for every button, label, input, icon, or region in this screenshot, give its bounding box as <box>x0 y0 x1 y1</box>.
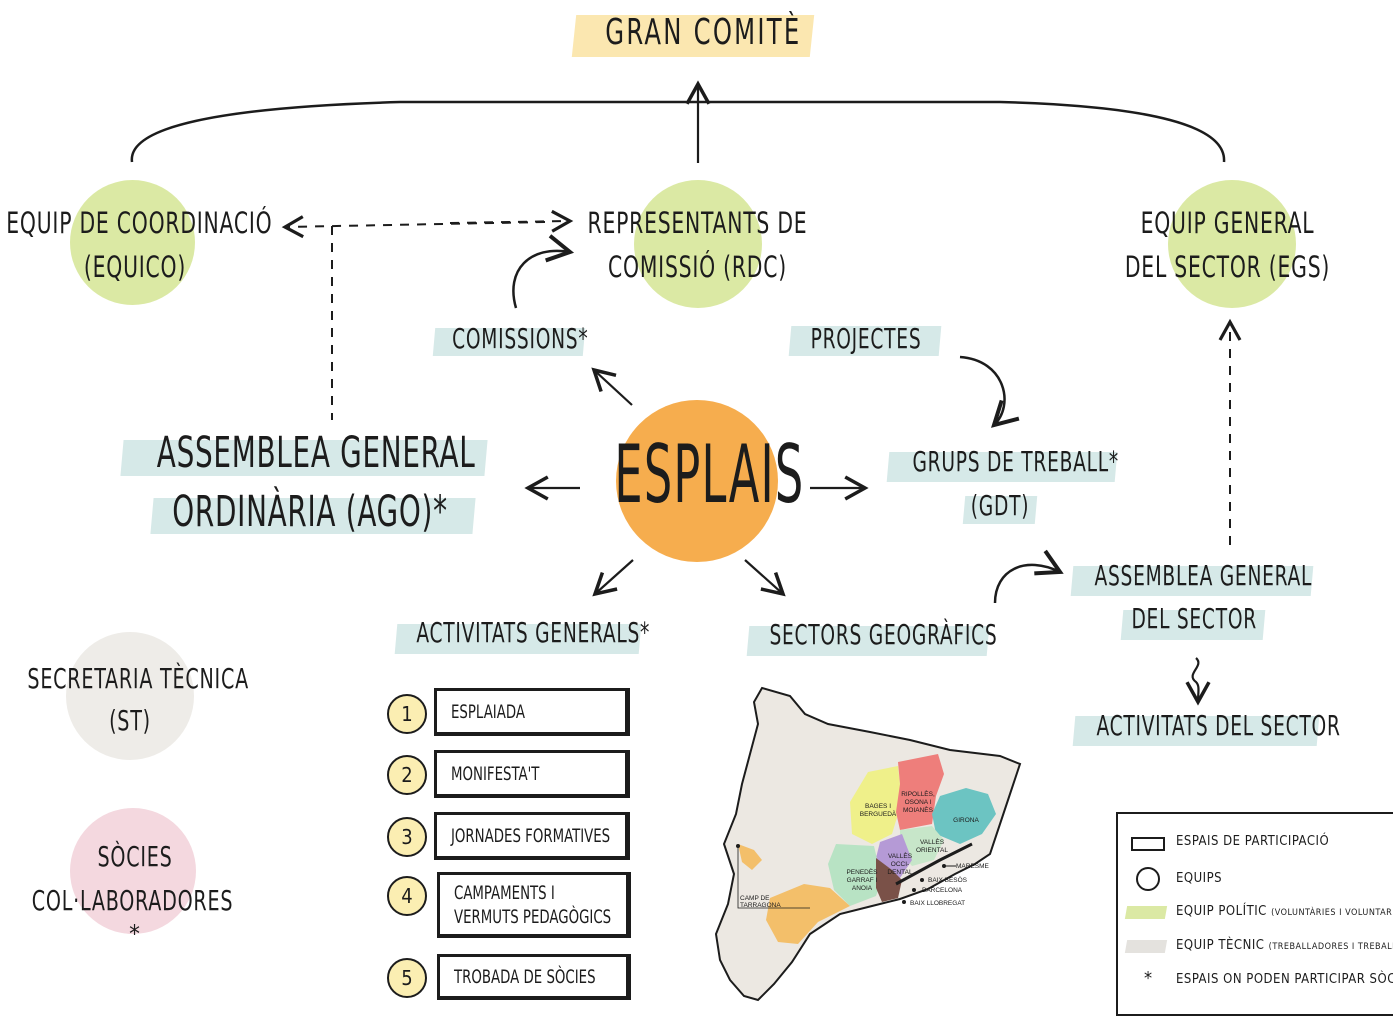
legend-politic-sub: (VOLUNTÀRIES I VOLUNTARIS) <box>1271 908 1393 918</box>
map-label-valles-occidental-2: OCCI- <box>891 861 909 868</box>
legend-star-symbol: * <box>1144 968 1153 989</box>
map-region-bages <box>850 766 900 844</box>
rdc-label-2: COMISSIÓ (RDC) <box>608 250 787 284</box>
map-label-ripolles-1: RIPOLLÈS, <box>901 789 935 798</box>
map-label-valles-oriental-1: VALLÈS <box>920 837 945 846</box>
activity-number-1: 1 <box>387 694 427 734</box>
map-label-valles-occidental-3: DENTAL <box>887 869 913 876</box>
map-label-baix-besos: BAIX BESÒS <box>928 875 968 884</box>
map-region-camp-small <box>738 844 762 870</box>
legend-rect-symbol <box>1131 837 1165 851</box>
legend-tecnic-label: EQUIP TÈCNIC <box>1176 938 1265 953</box>
gran-comite-title: GRAN COMITÈ <box>605 12 802 53</box>
map-region-camp <box>766 884 850 944</box>
socies-circle <box>70 808 196 934</box>
esplais-label: ESPLAIS <box>614 428 805 521</box>
activitats-generals-label: ACTIVITATS GENERALS* <box>416 616 651 649</box>
map-label-girona: GIRONA <box>953 817 979 824</box>
legend-item-socies: ESPAIS ON PODEN PARTICIPAR SÒCIES <box>1176 972 1393 987</box>
projectes-label: PROJECTES <box>810 322 922 355</box>
legend-item-politic: EQUIP POLÍTIC (VOLUNTÀRIES I VOLUNTARIS) <box>1176 904 1393 919</box>
gdt-label-1: GRUPS DE TREBALL* <box>912 445 1119 478</box>
sectors-label: SECTORS GEOGRÀFICS <box>769 618 998 651</box>
map-label-maresme: MARESME <box>956 863 990 870</box>
egs-label-1: EQUIP GENERAL <box>1140 206 1315 240</box>
egs-label-2: DEL SECTOR (EGS) <box>1124 250 1331 284</box>
activity-label-4b: VERMUTS PEDAGÒGICS <box>454 905 612 928</box>
map-label-barcelona: BARCELONA <box>922 887 963 894</box>
socies-label-2: COL·LABORADORES <box>31 884 234 917</box>
activity-box-4: CAMPAMENTS I VERMUTS PEDAGÒGICS <box>437 872 631 938</box>
activity-label-2: MONIFESTA'T <box>451 762 540 785</box>
map-region-penedes <box>828 844 882 906</box>
rdc-label-1: REPRESENTANTS DE <box>587 206 808 240</box>
map-label-bages-2: BERGUEDÀ <box>860 809 897 818</box>
activity-box-3: JORNADES FORMATIVES <box>434 812 630 860</box>
map-label-penedes-2: GARRAF I <box>847 877 878 884</box>
activity-label-3: JORNADES FORMATIVES <box>451 824 611 847</box>
legend-green-symbol <box>1124 906 1168 919</box>
activitats-sector-label: ACTIVITATS DEL SECTOR <box>1096 709 1341 742</box>
egs-circle <box>1168 180 1296 308</box>
st-label-1: SECRETARIA TÈCNICA <box>27 662 249 695</box>
legend-item-tecnic: EQUIP TÈCNIC (TREBALLADORES I TREBALLADO… <box>1176 938 1393 953</box>
legend-circle-symbol <box>1136 867 1160 891</box>
map-label-valles-occidental-1: VALLÈS <box>888 851 913 860</box>
gdt-label-2: (GDT) <box>970 489 1030 522</box>
map-region-ripolles <box>896 754 944 830</box>
legend-tecnic-sub: (TREBALLADORES I TREBALLADORS) <box>1268 942 1393 952</box>
legend-item-equips: EQUIPS <box>1176 871 1223 886</box>
map-label-ripolles-3: MOIANÈS <box>903 805 934 814</box>
activity-label-4a: CAMPAMENTS I <box>454 881 555 904</box>
legend-item-participacio: ESPAIS DE PARTICIPACIÓ <box>1176 834 1330 849</box>
map-label-ripolles-2: OSONA I <box>905 799 932 806</box>
comissions-label: COMISSIONS* <box>452 322 589 355</box>
esplais-circle <box>616 400 778 562</box>
map-label-bages-1: BAGES I <box>865 803 891 810</box>
map-region-valles-oriental <box>900 826 944 866</box>
activity-box-5: TROBADA DE SÒCIES <box>437 954 631 1000</box>
activity-number-2: 2 <box>387 755 427 795</box>
map-label-camp-1: CAMP DE <box>740 895 770 902</box>
st-circle <box>66 632 194 760</box>
equico-label-1: EQUIP DE COORDINACIÓ <box>6 206 273 240</box>
activity-box-2: MONIFESTA'T <box>434 750 630 798</box>
st-label-2: (ST) <box>109 704 151 737</box>
map-land <box>714 686 1022 1002</box>
ags-label-2: DEL SECTOR <box>1131 602 1257 635</box>
map-label-camp-2: TARRAGONA <box>740 902 781 909</box>
top-arc <box>130 100 1226 163</box>
map-region-girona <box>932 788 996 844</box>
socies-star: * <box>129 920 141 948</box>
catalonia-map: BAGES I BERGUEDÀ RIPOLLÈS, OSONA I MOIAN… <box>714 686 1022 1002</box>
socies-label-1: SÒCIES <box>97 840 173 873</box>
legend-grey-symbol <box>1124 940 1168 953</box>
equico-circle <box>70 180 195 305</box>
activity-label-5: TROBADA DE SÒCIES <box>454 965 596 988</box>
activity-number-4: 4 <box>387 876 427 916</box>
map-label-baix-llobregat: BAIX LLOBREGAT <box>910 900 965 907</box>
legend-box <box>1116 812 1393 1016</box>
map-region-barcelona <box>876 858 902 902</box>
activity-number-3: 3 <box>387 817 427 857</box>
activity-label-1: ESPLAIADA <box>451 700 525 723</box>
rdc-circle <box>634 180 762 308</box>
ago-label-1: ASSEMBLEA GENERAL <box>156 428 476 478</box>
ags-label-1: ASSEMBLEA GENERAL <box>1094 559 1313 592</box>
equico-label-2: (EQUICO) <box>83 250 187 284</box>
activity-box-1: ESPLAIADA <box>434 688 630 736</box>
map-label-valles-oriental-2: ORIENTAL <box>916 847 948 854</box>
map-label-penedes-1: PENEDÈS <box>846 867 878 876</box>
map-label-penedes-3: ANOIA <box>852 885 873 892</box>
activity-number-5: 5 <box>387 958 427 998</box>
legend-politic-label: EQUIP POLÍTIC <box>1176 904 1267 919</box>
ago-label-2: ORDINÀRIA (AGO)* <box>172 487 448 537</box>
